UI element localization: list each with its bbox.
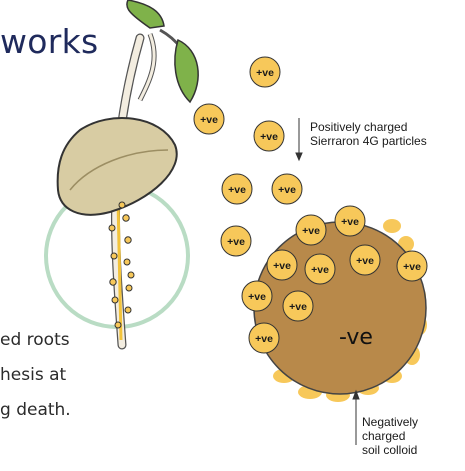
positive-particle: +ve <box>249 323 279 353</box>
colloid-charge-label: -ve <box>339 325 373 350</box>
positive-particle: +ve <box>283 291 313 321</box>
positive-particle: +ve <box>296 215 326 245</box>
particle-charge-label: +ve <box>227 236 245 248</box>
positive-particle: +ve <box>242 281 272 311</box>
positive-particle: +ve <box>250 57 280 87</box>
leaf-left <box>127 0 164 28</box>
colloid-annotation-line-3: soil colloid <box>362 443 418 457</box>
particle-charge-label: +ve <box>403 261 421 273</box>
leaf-right <box>175 40 198 102</box>
particle-charge-label: +ve <box>256 67 274 79</box>
particle-charge-label: +ve <box>200 114 218 126</box>
soil-colloid: -ve <box>254 219 427 402</box>
particles-annotation: Positively charged Sierraron 4G particle… <box>310 120 427 148</box>
positive-particle: +ve <box>222 174 252 204</box>
particle-charge-label: +ve <box>248 291 266 303</box>
particle-charge-label: +ve <box>356 255 374 267</box>
positive-particle: +ve <box>194 104 224 134</box>
positive-particle: +ve <box>267 250 297 280</box>
colloid-annotation-line-1: Negatively <box>362 415 418 429</box>
particle-charge-label: +ve <box>289 301 307 313</box>
particle-charge-label: +ve <box>228 184 246 196</box>
positive-particle: +ve <box>397 251 427 281</box>
colloid-annotation: Negatively charged soil colloid <box>362 415 418 457</box>
colloid-annotation-line-2: charged <box>362 429 418 443</box>
positive-particle: +ve <box>335 206 365 236</box>
particle-charge-label: +ve <box>255 333 273 345</box>
positive-particle: +ve <box>272 174 302 204</box>
particles-annotation-line-1: Positively charged <box>310 120 427 134</box>
particle-charge-label: +ve <box>341 216 359 228</box>
particle-charge-label: +ve <box>278 184 296 196</box>
positive-particle: +ve <box>350 245 380 275</box>
positive-particle: +ve <box>254 121 284 151</box>
positive-particle: +ve <box>221 226 251 256</box>
positive-particle: +ve <box>305 254 335 284</box>
particle-charge-label: +ve <box>273 260 291 272</box>
particle-charge-label: +ve <box>260 131 278 143</box>
particles-annotation-line-2: Sierraron 4G particles <box>310 134 427 148</box>
particle-charge-label: +ve <box>311 264 329 276</box>
particle-charge-label: +ve <box>302 225 320 237</box>
